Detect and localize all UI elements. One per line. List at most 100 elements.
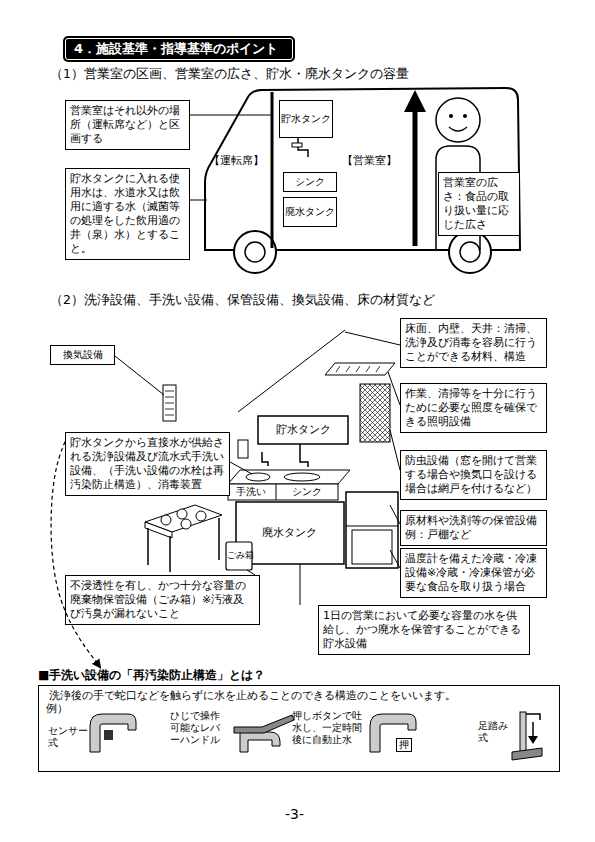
insect-screen (360, 384, 390, 442)
part-label: 手洗い (236, 486, 266, 498)
node-text: 防虫設備（窓を開けて営業する場合や換気口を設ける場合は網戸を付けるなど） (405, 454, 542, 496)
leader-line (115, 356, 164, 395)
button-label: 押 (396, 738, 412, 752)
disinfectant-dispenser (238, 440, 248, 458)
callout-box: 不浸透性を有し、かつ十分な容量の廃棄物保管設備（ごみ箱）※汚液及び汚臭が漏れない… (65, 575, 260, 625)
sink-basin (284, 473, 320, 481)
callout-box: 温度計を備えた冷蔵・冷凍設備※冷蔵・冷凍保管が必要な食品を取り扱う場合 (400, 548, 547, 598)
node-text: 1日の営業において必要な容量の水を供給し、かつ廃水を保管することができる貯水設備 (323, 609, 525, 651)
leader-line (190, 115, 272, 116)
callout-box: 床面、内壁、天井：清掃、洗浄及び消毒を容易に行うことができる材料、構造 (400, 318, 547, 368)
press-arrow (532, 722, 534, 738)
vent (163, 385, 176, 421)
callout-box: 貯水タンクに入れる使用水は、水道水又は飲用に適する水（滅菌等の処理をした飲用適の… (65, 168, 190, 260)
burner (177, 509, 187, 519)
leader-line (300, 564, 301, 605)
hand-basin (246, 473, 270, 481)
callout-box: 作業、清掃等を十分に行うために必要な照度を確保できる照明設備 (400, 383, 547, 433)
node-text: 洗浄後の手で蛇口などを触らずに水を止めることのできる構造のことをいいます。 (49, 689, 549, 703)
wheel-hub (245, 242, 265, 262)
node-text: 廃水タンク (285, 206, 335, 218)
person-eye (463, 114, 467, 118)
section-heading: （2）洗浄設備、手洗い設備、保管設備、換気設備、床の材質など (50, 292, 435, 307)
truck-wheel (234, 231, 276, 273)
node-text: 貯水タンクから直接水が供給される洗浄設備及び流水式手洗い設備、（手洗い設備の水栓… (70, 436, 225, 492)
leader-line (390, 550, 400, 568)
example-label: 例） (46, 702, 68, 715)
node-text: 不浸透性を有し、かつ十分な容量の廃棄物保管設備（ごみ箱）※汚液及び汚臭が漏れない… (70, 579, 255, 621)
lever-handle (234, 715, 294, 733)
leader-line (345, 332, 400, 345)
leader-line (190, 200, 207, 201)
node-text: 営業室の広さ：食品の取り扱い量に応じた広さ (443, 176, 515, 232)
foot-faucet-pipe (520, 712, 526, 752)
example-label: 足踏み式 (478, 720, 510, 744)
sink-box: シンク (283, 172, 337, 192)
section-title: 4．施設基準・指導基準のポイント (65, 38, 293, 60)
part-label: 廃水タンク (262, 526, 317, 539)
refrigerator-door (352, 530, 392, 564)
counter-divider (276, 484, 277, 500)
height-arrowhead (404, 90, 426, 112)
foot-faucet-spout (526, 714, 540, 720)
box-heading: ■手洗い設備の「再汚染防止構造」とは？ (38, 668, 265, 683)
node-text: 温度計を備えた冷蔵・冷凍設備※冷蔵・冷凍保管が必要な食品を取り扱う場合 (405, 552, 542, 594)
foot-pedal (512, 748, 542, 760)
truck-wheel (449, 231, 491, 273)
node-text: 貯水タンクに入れる使用水は、水道水又は飲用に適する水（滅菌等の処理をした飲用適の… (70, 172, 185, 256)
counter-front (228, 484, 338, 500)
water-tank (258, 416, 348, 444)
section-heading: （1）営業室の区画、営業室の広さ、貯水・廃水タンクの容量 (50, 66, 409, 81)
counter-top (228, 470, 350, 484)
burner (181, 519, 191, 529)
person-eye (449, 114, 453, 118)
part-label: シンク (292, 486, 322, 498)
tank-box: 廃水タンク (283, 197, 337, 227)
burner (161, 515, 171, 525)
page-number: -3- (285, 806, 304, 823)
callout-box: 営業室の広さ：食品の取り扱い量に応じた広さ (438, 172, 520, 236)
part-label: ごみ箱 (227, 550, 254, 560)
node-text: 営業室はそれ以外の場所（運転席など）と区画する (70, 104, 185, 146)
faucet-handle (292, 143, 302, 147)
node-text: 貯水タンク (281, 113, 331, 125)
leader-line (390, 505, 400, 524)
callout-box: 1日の営業において必要な容量の水を供給し、かつ廃水を保管することができる貯水設備 (318, 605, 530, 655)
callout-box: 換気設備 (50, 345, 115, 365)
press-arrowhead (528, 736, 538, 744)
person-mouth (449, 127, 467, 131)
cabinet (346, 492, 398, 568)
node-text: シンク (295, 176, 325, 188)
light-fixture (325, 363, 395, 375)
part-label: 貯水タンク (276, 423, 331, 436)
burner (196, 511, 206, 521)
shelf-line (346, 526, 398, 527)
example-label: 押しボタンで吐水し、一定時間後に自動止水 (292, 710, 368, 746)
example-label: ひじで操作可能なレバーハンドル (170, 710, 224, 746)
light-stripes (336, 366, 380, 372)
person-head (436, 98, 480, 142)
callout-box: 貯水タンクから直接水が供給される洗浄設備及び流水式手洗い設備、（手洗い設備の水栓… (65, 432, 230, 496)
tank-box: 貯水タンク (279, 100, 333, 138)
height-arrow (413, 110, 418, 246)
sensor (104, 730, 113, 740)
leader-line (390, 430, 400, 470)
node-text: 作業、清掃等を十分に行うために必要な照度を確保できる照明設備 (405, 387, 542, 429)
dashed-arrow (51, 442, 101, 668)
node-text: 換気設備 (63, 349, 103, 361)
lever-faucet (240, 732, 280, 752)
node-text: 床面、内壁、天井：清掃、洗浄及び消毒を容易に行うことができる材料、構造 (405, 322, 542, 364)
sensor-faucet (90, 714, 136, 752)
area-label: 【運転席】 (209, 154, 264, 167)
callout-box: 防虫設備（窓を開けて営業する場合や換気口を設ける場合は網戸を付けるなど） (400, 450, 547, 500)
faucet (300, 444, 308, 467)
truck-body (205, 88, 520, 250)
example-label: センサー式 (48, 725, 90, 749)
faucet (262, 452, 268, 466)
vent-slats (165, 391, 174, 415)
wheel-hub (460, 242, 480, 262)
area-label: 【営業室】 (342, 154, 397, 167)
node-text: 原材料や洗剤等の保管設備 例：戸棚など (405, 514, 542, 542)
